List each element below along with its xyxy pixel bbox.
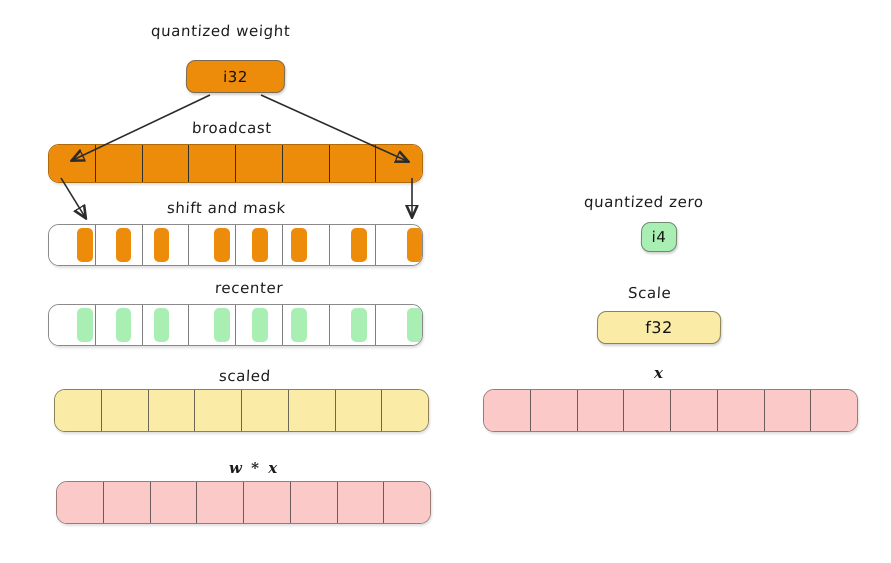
w-times-x-label: w * x [229, 459, 280, 477]
bar-cell [671, 390, 718, 431]
bar-cell [290, 482, 338, 523]
arrow-broadcast-to-mask-left [60, 177, 85, 217]
bar-cell [376, 225, 422, 265]
bar-cell [150, 482, 198, 523]
bar-cell [236, 145, 283, 182]
bit-field-block [214, 228, 230, 262]
bar-cell [337, 482, 385, 523]
recenter-bar [48, 304, 423, 346]
bar-cell [236, 225, 283, 265]
bar-cell [189, 305, 236, 345]
bit-field-block [351, 308, 367, 342]
bar-cell [577, 390, 625, 431]
bar-cell [244, 482, 291, 523]
bit-field-block [290, 308, 307, 342]
bar-cell [624, 390, 671, 431]
bar-cell [236, 305, 283, 345]
bar-cell [282, 145, 330, 182]
bar-cell [95, 305, 143, 345]
bar-cell [382, 390, 428, 431]
bar-cell [764, 390, 812, 431]
bar-cell [142, 225, 190, 265]
bar-cell [242, 390, 289, 431]
bit-field-block [290, 228, 307, 262]
bit-field-block [407, 228, 422, 262]
arrow-i32-to-broadcast-right [260, 94, 407, 161]
bar-cell [49, 305, 96, 345]
bar-cell [329, 305, 377, 345]
bar-cell [189, 225, 236, 265]
bit-field-block [77, 228, 93, 262]
bit-field-block [252, 228, 269, 262]
bar-cell [197, 482, 244, 523]
bar-cell [103, 482, 151, 523]
bar-cell [95, 225, 143, 265]
bar-cell [484, 390, 531, 431]
bar-cell [282, 225, 330, 265]
bar-cell [142, 145, 190, 182]
bar-cell [95, 145, 143, 182]
bit-field-block [77, 308, 93, 342]
w-times-x-bar [56, 481, 431, 524]
bit-field-block [214, 308, 230, 342]
bar-cell [189, 145, 236, 182]
bit-field-block [153, 228, 170, 262]
bit-field-block [351, 228, 367, 262]
bar-cell [329, 145, 377, 182]
shift-and-mask-bar [48, 224, 423, 266]
broadcast-bar [48, 144, 423, 183]
bar-cell [384, 482, 430, 523]
bar-cell [195, 390, 242, 431]
bar-cell [329, 225, 377, 265]
bar-cell [717, 390, 765, 431]
arrow-i32-to-broadcast-left [73, 94, 211, 160]
bit-field-block [407, 308, 422, 342]
bar-cell [530, 390, 578, 431]
bar-cell [55, 390, 102, 431]
x-input-bar [483, 389, 858, 432]
bar-cell [288, 390, 336, 431]
bar-cell [101, 390, 149, 431]
bit-field-block [115, 308, 132, 342]
x-label: x [654, 364, 665, 382]
bit-field-block [115, 228, 132, 262]
bar-cell [811, 390, 857, 431]
bar-cell [282, 305, 330, 345]
bit-field-block [153, 308, 170, 342]
bar-cell [335, 390, 383, 431]
scaled-bar [54, 389, 429, 432]
bar-cell [376, 305, 422, 345]
bar-cell [148, 390, 196, 431]
bar-cell [142, 305, 190, 345]
bar-cell [57, 482, 104, 523]
bit-field-block [252, 308, 269, 342]
bar-cell [49, 225, 96, 265]
